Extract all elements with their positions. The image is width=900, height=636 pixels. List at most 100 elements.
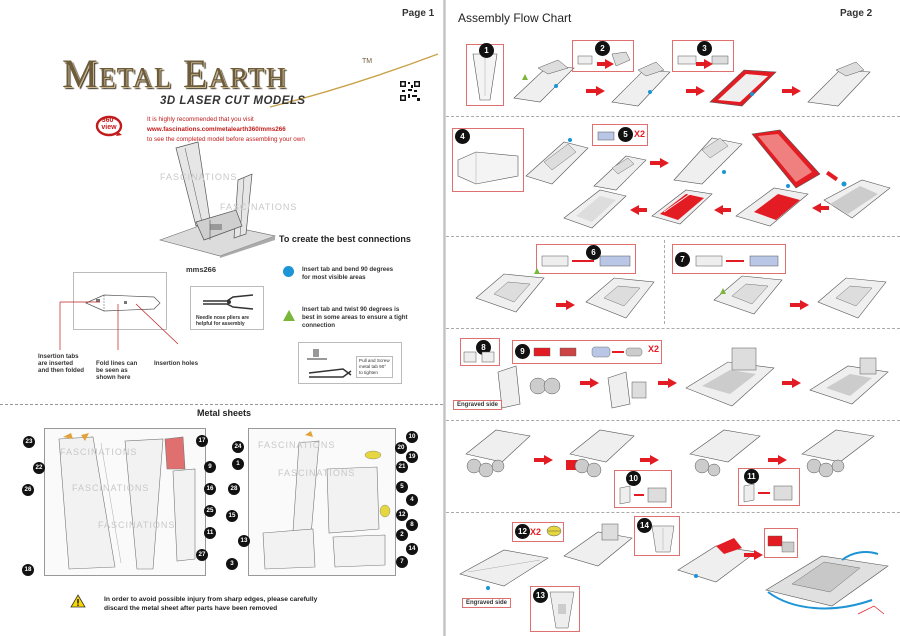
step-2-arrow-body	[597, 62, 605, 66]
arrow-body-r3-2	[790, 303, 800, 307]
arrow-icon-r5-2	[650, 455, 659, 465]
step-7-box	[672, 244, 786, 274]
arrow-body-r4-3	[782, 381, 792, 385]
part-number-3: 3	[226, 558, 238, 570]
metal-sheet-2	[248, 428, 396, 576]
step-13-part	[549, 591, 575, 629]
part-number-20: 20	[395, 442, 407, 454]
model-360-link[interactable]: www.fascinations.com/metalearth360/mms26…	[147, 126, 286, 133]
page-number: Page 2	[840, 8, 873, 19]
part-number-5: 5	[396, 481, 408, 493]
engine-assembly-4	[801, 429, 875, 478]
step-9-parts	[533, 346, 643, 358]
part-number-24: 24	[232, 441, 244, 453]
step-4-assembly	[525, 138, 589, 185]
step-7-parts	[695, 255, 779, 267]
arrow-icon-r4-3	[792, 378, 801, 388]
arrow-body-r4-1	[580, 381, 590, 385]
completed-model-illustration	[158, 141, 277, 258]
best-connections-title: To create the best connections	[279, 234, 411, 244]
warning-line-1: In order to avoid possible injury from s…	[104, 596, 318, 603]
step-12-box	[512, 522, 564, 542]
part-number-18: 18	[22, 564, 34, 576]
step-9-multiplier: X2	[648, 344, 660, 354]
watermark-sheet2-b: FASCINATIONS	[278, 468, 356, 478]
arrow-body-r5-1	[534, 458, 544, 462]
step-7-result	[817, 277, 887, 319]
part-number-21: 21	[396, 461, 408, 473]
logo-swoosh	[269, 53, 439, 108]
instruction-page-1: Page 1 Metal Earth TM 3D LASER CUT MODEL…	[0, 0, 443, 636]
step-2-box	[572, 40, 634, 72]
step-5-assembly	[593, 155, 647, 191]
step-5-marker: 5	[618, 127, 633, 142]
part-number-8: 8	[406, 519, 418, 531]
part-number-1: 1	[232, 458, 244, 470]
step-9-final	[809, 357, 889, 405]
fold-lines-line-1: Fold lines can	[96, 360, 138, 367]
twist-tab-triangle-icon	[283, 310, 295, 321]
step-4-final	[563, 189, 627, 229]
warning-icon	[70, 594, 86, 608]
fold-lines-line-2: be seen as	[96, 367, 128, 374]
brand-subtitle: 3D LASER CUT MODELS	[160, 95, 306, 107]
arrow-icon-r2-4	[714, 205, 723, 215]
step-2-assembly	[611, 61, 671, 107]
part-number-10: 10	[406, 431, 418, 443]
arrow-icon-r2-5	[630, 205, 639, 215]
step-3-assembly	[709, 69, 777, 107]
step-4-marker: 4	[455, 129, 470, 144]
diagram-leader-lines	[59, 301, 179, 350]
part-number-27: 27	[196, 549, 208, 561]
row-divider-4	[446, 420, 900, 421]
arrow-icon-r1-2	[696, 86, 705, 96]
part-number-2: 2	[396, 529, 408, 541]
qr-code-icon[interactable]	[399, 80, 421, 102]
legend-bend-line-1: Insert tab and bend 90 degrees	[302, 266, 394, 273]
step-13-marker: 13	[533, 588, 548, 603]
metal-sheet-1-parts	[58, 433, 196, 570]
wing-red-panel	[735, 187, 809, 227]
step-2-parts	[577, 51, 631, 67]
part-number-11: 11	[204, 527, 216, 539]
watermark-sheet2-a: FASCINATIONS	[258, 440, 336, 450]
insertion-tabs-line-3: and then folded	[38, 367, 85, 374]
arrow-body-r1-3	[782, 89, 792, 93]
arrow-icon-r2-1	[660, 158, 669, 168]
insertion-tabs-line-2: are inserted	[38, 360, 74, 367]
legend-twist-text: Insert tab and twist 90 degrees is best …	[302, 306, 408, 330]
wing-red-stripes	[651, 189, 713, 225]
pliers-note: Needle nose pliers are helpful for assem…	[196, 315, 249, 327]
part-number-7: 7	[396, 556, 408, 568]
recommend-line-1: It is highly recommended that you visit	[147, 116, 254, 123]
step-3-box	[672, 40, 734, 72]
legend-twist-line-2: best in some areas to ensure a tight	[302, 314, 408, 321]
engraved-side-label-2: Engraved side	[462, 598, 512, 608]
step-6-box	[536, 244, 636, 274]
arrow-body-r2-5	[639, 208, 647, 212]
engine-assembly-2	[566, 429, 635, 478]
fold-lines-label: Fold lines can be seen as shown here	[96, 360, 137, 381]
legend-bend-text: Insert tab and bend 90 degrees for most …	[302, 266, 393, 282]
brand-logo: Metal Earth	[62, 51, 287, 96]
arrow-icon-r5-3	[778, 455, 787, 465]
part-number-15: 15	[226, 510, 238, 522]
part-number-9: 9	[204, 461, 216, 473]
recommend-line-2: to see the completed model before assemb…	[147, 136, 305, 143]
final-detail-box	[764, 528, 798, 558]
360-view-badge-icon	[95, 115, 123, 137]
insertion-tabs-label: Insertion tabs are inserted and then fol…	[38, 353, 84, 374]
legend-bend-line-2: for most visible areas	[302, 274, 366, 281]
fold-lines-line-3: shown here	[96, 374, 131, 381]
part-number-19: 19	[406, 451, 418, 463]
part-number-22: 22	[33, 462, 45, 474]
step-4-box	[452, 128, 524, 192]
legend-twist-line-3: connection	[302, 322, 336, 329]
engine-assembly-3	[689, 429, 761, 477]
arrow-icon-r5-1	[544, 455, 553, 465]
step-11-parts	[743, 483, 793, 503]
bend-tab-dot-icon	[283, 266, 294, 277]
assembly-flow-chart-title: Assembly Flow Chart	[458, 11, 572, 25]
pliers-icon	[203, 294, 254, 310]
arrow-icon-r6-1	[754, 550, 763, 560]
